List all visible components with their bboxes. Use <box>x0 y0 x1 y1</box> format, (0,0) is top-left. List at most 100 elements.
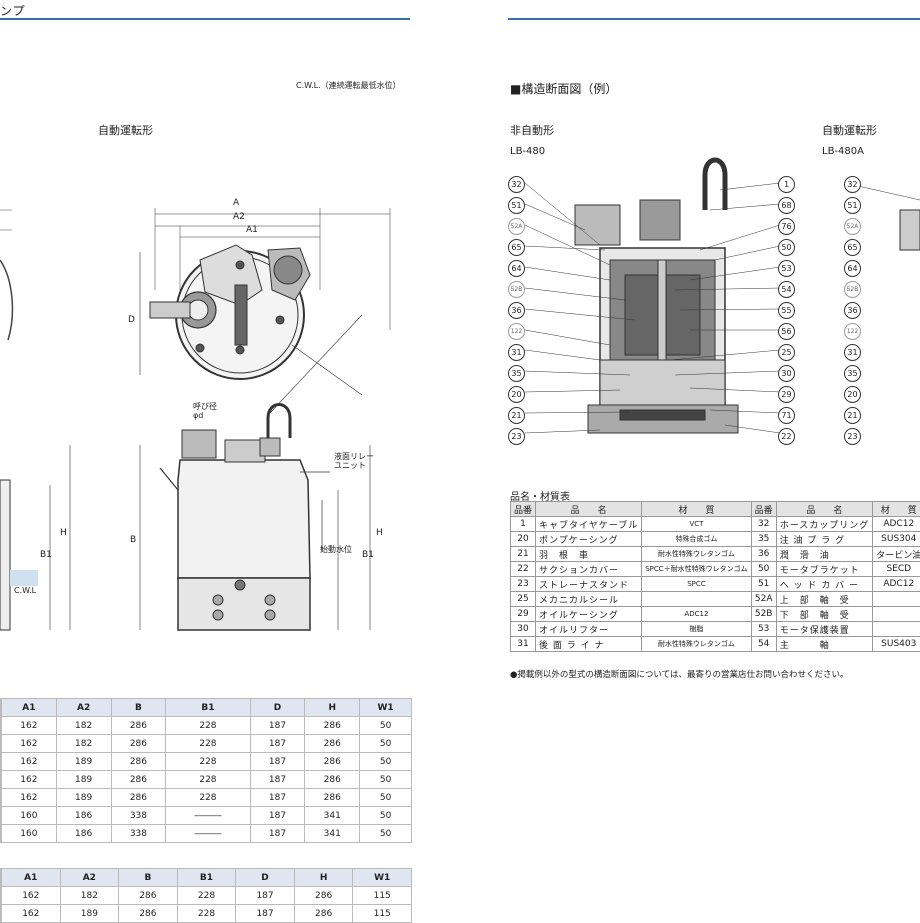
part-callout: 65 <box>508 239 525 256</box>
table-cell: 286 <box>119 887 178 905</box>
dim-d: D <box>128 315 135 325</box>
table-cell: 50 <box>360 807 412 825</box>
table-cell: タービン油 <box>873 547 920 562</box>
table-cell: ADC12 <box>873 517 920 532</box>
dim-b1-right: B1 <box>362 550 374 560</box>
table-cell: 162 <box>2 887 61 905</box>
table-cell: 187 <box>250 789 305 807</box>
table-cell: 286 <box>294 887 353 905</box>
dim-b-left: B <box>130 535 136 545</box>
table-cell: 31 <box>511 637 536 652</box>
table-cell: 22 <box>511 562 536 577</box>
table-cell: 341 <box>305 825 360 843</box>
table-cell: 182 <box>56 735 111 753</box>
dim-h-right: H <box>376 528 383 538</box>
part-callout: 52A <box>844 218 861 235</box>
part-callout: 55 <box>778 302 795 319</box>
auto-label-left: 自動運転形 <box>98 122 153 138</box>
table-cell: 1 <box>511 517 536 532</box>
table-cell: 耐水性特殊ウレタンゴム <box>642 637 751 652</box>
table-cell: 特殊合成ゴム <box>642 532 751 547</box>
table-cell: 182 <box>60 887 119 905</box>
part-callout: 51 <box>844 197 861 214</box>
table-cell: 286 <box>111 753 166 771</box>
table-cell: 286 <box>111 717 166 735</box>
table-cell: 潤 滑 油 <box>776 547 873 562</box>
table-cell: 228 <box>166 771 250 789</box>
table-cell: SPCC <box>642 577 751 592</box>
col-a1: A1 <box>2 699 57 717</box>
col-b: B <box>111 699 166 717</box>
part-callout: 20 <box>508 386 525 403</box>
dim-a1: A1 <box>246 225 258 235</box>
table-cell: 29 <box>511 607 536 622</box>
table-cell: 187 <box>250 753 305 771</box>
table-cell: 51 <box>751 577 776 592</box>
table-cell: 162 <box>2 717 57 735</box>
part-callout: 65 <box>844 239 861 256</box>
table-cell: ヘ ッ ド カ バ ー <box>776 577 873 592</box>
part-callout: 32 <box>844 176 861 193</box>
part-callout: 36 <box>508 302 525 319</box>
mat-col-material-2: 材 質 <box>873 502 920 517</box>
table-cell: 羽 根 車 <box>536 547 642 562</box>
table-cell: ――― <box>166 807 250 825</box>
table-cell <box>873 607 920 622</box>
cwl-note: C.W.L.（連続運転最低水位） <box>296 80 401 91</box>
table-cell: 主 軸 <box>776 637 873 652</box>
table-cell: 50 <box>360 717 412 735</box>
part-callout: 25 <box>778 344 795 361</box>
part-callout: 20 <box>844 386 861 403</box>
table-cell: 286 <box>305 735 360 753</box>
table-cell: 286 <box>305 789 360 807</box>
table-cell: 160 <box>2 825 57 843</box>
table-cell: 186 <box>56 825 111 843</box>
table-cell: 下 部 軸 受 <box>776 607 873 622</box>
dim-a2: A2 <box>233 212 245 222</box>
part-callout: 32 <box>508 176 525 193</box>
table-cell: 189 <box>56 789 111 807</box>
table-cell: 186 <box>56 807 111 825</box>
part-callout: 31 <box>508 344 525 361</box>
part-callout: 35 <box>508 365 525 382</box>
col-a2: A2 <box>56 699 111 717</box>
part-callout: 35 <box>844 365 861 382</box>
part-callout: 52B <box>844 281 861 298</box>
part-callout: 21 <box>844 407 861 424</box>
footnote: ●掲載例以外の型式の構造断面図については、最寄りの営業店仕お問い合わせください。 <box>510 668 849 680</box>
table-cell: モータブラケット <box>776 562 873 577</box>
table-cell: 50 <box>751 562 776 577</box>
table-cell: 後 面 ラ イ ナ <box>536 637 642 652</box>
part-callout: 23 <box>508 428 525 445</box>
mat-col-name: 品 名 <box>536 502 642 517</box>
side-view <box>0 405 370 631</box>
table-cell <box>873 622 920 637</box>
table-cell: 187 <box>250 717 305 735</box>
table-cell: 160 <box>2 807 57 825</box>
table-cell: 286 <box>111 789 166 807</box>
col-w1: W1 <box>360 699 412 717</box>
table-cell: 36 <box>751 547 776 562</box>
table-cell: 50 <box>360 789 412 807</box>
table-cell: 耐水性特殊ウレタンゴム <box>642 547 751 562</box>
table-cell: 25 <box>511 592 536 607</box>
part-callout: 50 <box>778 239 795 256</box>
table-cell: 187 <box>250 825 305 843</box>
table-cell: 286 <box>111 771 166 789</box>
dim-a: A <box>233 198 239 208</box>
part-callout: 31 <box>844 344 861 361</box>
non-auto-label: 非自動形 <box>510 122 554 138</box>
part-callout: 52A <box>508 218 525 235</box>
col-h: H <box>294 869 353 887</box>
part-callout: 22 <box>778 428 795 445</box>
part-callout: 1 <box>778 176 795 193</box>
table-cell <box>873 592 920 607</box>
part-callout: 51 <box>508 197 525 214</box>
part-callout: 53 <box>778 260 795 277</box>
